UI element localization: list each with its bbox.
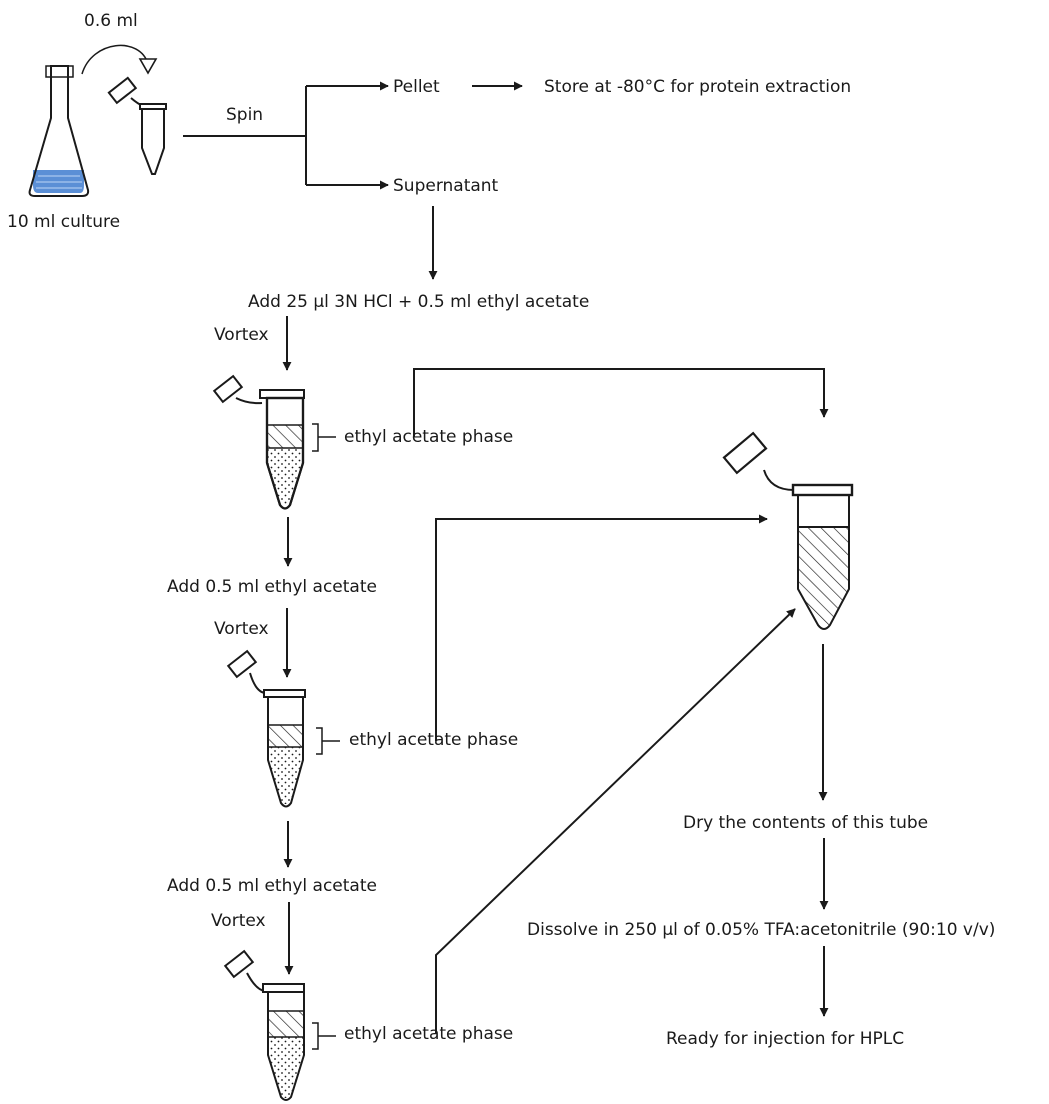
phase-label-2: ethyl acetate phase xyxy=(349,730,518,750)
store-label: Store at -80°C for protein extraction xyxy=(544,77,851,97)
extraction-tube-2 xyxy=(226,649,340,808)
vortex-label-3: Vortex xyxy=(211,911,266,931)
vortex-label-1: Vortex xyxy=(214,325,269,345)
dry-label: Dry the contents of this tube xyxy=(683,813,928,833)
add-ethyl-acetate-label-2: Add 0.5 ml ethyl acetate xyxy=(167,876,377,896)
vortex-label-2: Vortex xyxy=(214,619,269,639)
ready-label: Ready for injection for HPLC xyxy=(666,1029,904,1049)
phase-bracket-2 xyxy=(316,727,340,755)
add-ethyl-acetate-label-1: Add 0.5 ml ethyl acetate xyxy=(167,577,377,597)
add-acid-label: Add 25 µl 3N HCl + 0.5 ml ethyl acetate xyxy=(248,292,589,312)
collect-arrow-2 xyxy=(435,514,768,741)
supernatant-label: Supernatant xyxy=(393,176,499,196)
culture-flask-icon xyxy=(28,65,90,197)
transfer-arrow-head xyxy=(138,58,158,75)
phase-bracket-3 xyxy=(312,1022,336,1050)
phase-bracket-1 xyxy=(312,423,336,452)
transfer-volume-label: 0.6 ml xyxy=(84,11,138,31)
microtube-icon xyxy=(107,76,167,175)
collection-tube xyxy=(722,431,854,630)
collect-arrow-1 xyxy=(413,368,829,437)
extraction-tube-3 xyxy=(223,949,336,1101)
spin-connector xyxy=(183,81,523,190)
dissolve-label: Dissolve in 250 µl of 0.05% TFA:acetonit… xyxy=(527,920,995,940)
culture-label: 10 ml culture xyxy=(7,212,120,232)
extraction-tube-1 xyxy=(212,374,336,510)
spin-label: Spin xyxy=(226,105,263,125)
phase-label-3: ethyl acetate phase xyxy=(344,1024,513,1044)
collect-arrow-3 xyxy=(435,608,796,1034)
transfer-arrow xyxy=(81,44,149,75)
pellet-label: Pellet xyxy=(393,77,440,97)
phase-label-1: ethyl acetate phase xyxy=(344,427,513,447)
